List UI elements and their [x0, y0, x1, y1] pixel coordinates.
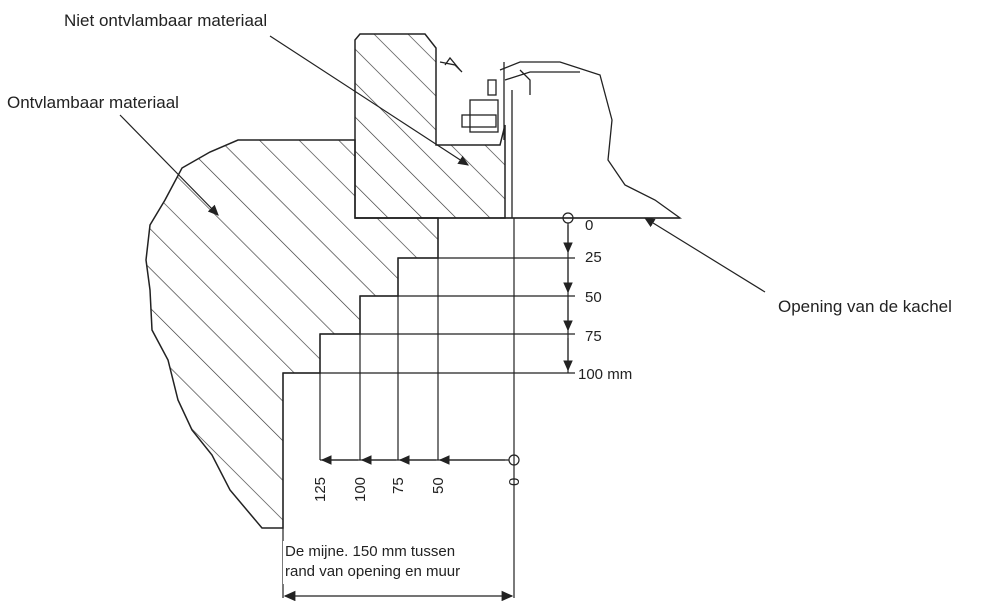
vertical-tick-50: 50 [585, 289, 602, 306]
clearance-note: De mijne. 150 mm tussen rand van opening… [283, 541, 463, 584]
horizontal-scale [320, 454, 520, 466]
label-flammable: Ontvlambaar materiaal [7, 93, 179, 112]
label-stove-opening: Opening van de kachel [778, 297, 952, 316]
vertical-tick-25: 25 [585, 249, 602, 266]
vertical-scale [562, 212, 574, 373]
vertical-tick-0: 0 [585, 217, 594, 234]
horizontal-tick-100: 100 [352, 476, 369, 502]
clearance-note-line2: rand van opening en muur [285, 563, 461, 581]
non-flammable-material [354, 33, 506, 219]
vertical-tick-100: 100 mm [578, 366, 633, 383]
leader-lines [119, 35, 766, 293]
horizontal-tick-125: 125 [312, 476, 329, 502]
vertical-tick-75: 75 [585, 328, 602, 345]
label-non-flammable: Niet ontvlambaar materiaal [64, 11, 268, 30]
clearance-steps [282, 218, 575, 598]
stove-hood [439, 56, 683, 219]
horizontal-tick-75: 75 [390, 477, 407, 494]
clearance-note-line1: De mijne. 150 mm tussen [285, 543, 456, 560]
horizontal-tick-0: 0 [506, 477, 523, 486]
horizontal-tick-50: 50 [430, 477, 447, 494]
